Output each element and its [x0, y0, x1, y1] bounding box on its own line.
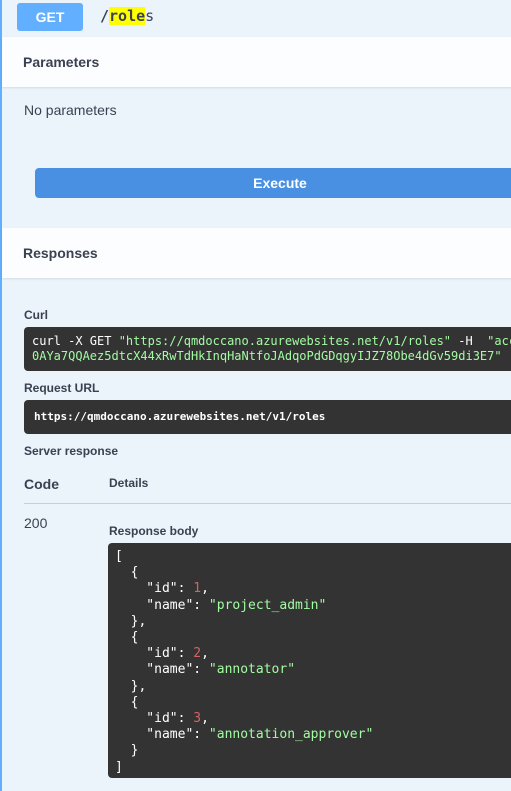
curl-token: 0AYa7QQAez5dtcX44xRwTdHkInqHaNtfoJAdqoPd… — [32, 349, 502, 363]
curl-cmd: curl -X GET — [32, 334, 119, 348]
responses-heading: Responses — [23, 245, 98, 261]
request-url[interactable]: https://qmdoccano.azurewebsites.net/v1/r… — [24, 400, 511, 434]
response-body-label: Response body — [109, 524, 199, 538]
code-column-header: Code — [24, 476, 59, 492]
details-column-header: Details — [109, 476, 149, 490]
curl-header-tail: "acc — [487, 334, 511, 348]
curl-command[interactable]: curl -X GET "https://qmdoccano.azurewebs… — [24, 327, 511, 371]
server-response-label: Server response — [24, 444, 119, 458]
json-id: 1 — [193, 581, 202, 597]
response-body[interactable]: [ { "id": 1, "name": "project_admin" }, … — [108, 543, 511, 778]
operation-path: /roles — [100, 7, 155, 25]
parameters-heading: Parameters — [23, 54, 100, 70]
table-divider — [24, 503, 511, 504]
request-url-label: Request URL — [24, 381, 100, 395]
curl-url: "https://qmdoccano.azurewebsites.net/v1/… — [118, 334, 452, 348]
operation-summary[interactable]: GET /roles — [2, 0, 511, 36]
json-name: "annotator" — [208, 662, 296, 678]
parameters-header: Parameters — [2, 37, 511, 87]
path-rest: s — [145, 7, 155, 25]
curl-label: Curl — [24, 308, 48, 322]
path-highlight: role — [109, 7, 146, 25]
json-id: 3 — [193, 711, 202, 727]
json-name: "project_admin" — [208, 597, 327, 613]
json-id: 2 — [193, 646, 202, 662]
json-name: "annotation_approver" — [208, 727, 374, 743]
status-code: 200 — [24, 515, 48, 531]
responses-header: Responses — [2, 228, 511, 278]
method-badge: GET — [17, 3, 83, 31]
no-parameters-text: No parameters — [24, 102, 117, 118]
execute-button[interactable]: Execute — [35, 168, 511, 198]
curl-flag: -H — [451, 334, 488, 348]
